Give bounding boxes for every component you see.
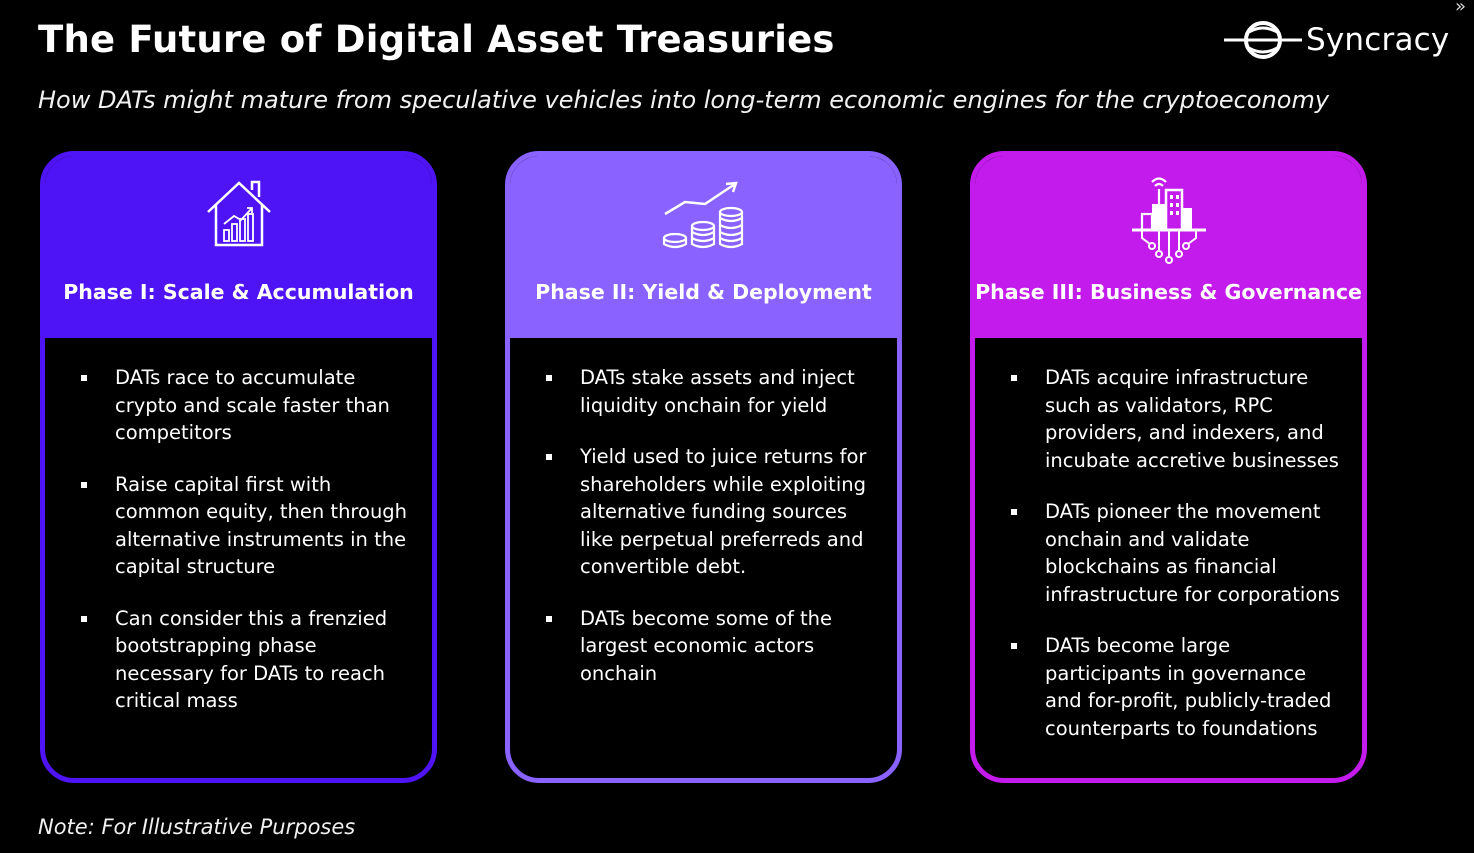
page-subtitle: How DATs might mature from speculative v… xyxy=(38,86,1330,114)
list-item: DATs become some of the largest economic… xyxy=(546,605,879,688)
list-item: DATs acquire infrastructure such as vali… xyxy=(1011,364,1344,474)
phase-title: Phase I: Scale & Accumulation xyxy=(63,280,414,304)
list-item: Yield used to juice returns for sharehol… xyxy=(546,443,879,581)
list-item: DATs become large participants in govern… xyxy=(1011,632,1344,742)
coins-growth-icon xyxy=(662,181,743,249)
syncracy-logo-icon xyxy=(1224,21,1302,59)
smart-city-icon xyxy=(1131,177,1206,264)
phase-title: Phase II: Yield & Deployment xyxy=(535,280,872,304)
phase-card-header: Phase I: Scale & Accumulation xyxy=(45,156,432,338)
phase-card-3: Phase III: Business & Governance DATs ac… xyxy=(970,151,1367,783)
logo-text: Syncracy xyxy=(1306,22,1450,58)
list-item: DATs pioneer the movement onchain and va… xyxy=(1011,498,1344,608)
phase-card-header: Phase III: Business & Governance xyxy=(975,156,1362,338)
phase-bullet-list: DATs stake assets and inject liquidity o… xyxy=(510,338,897,687)
phase-bullet-list: DATs acquire infrastructure such as vali… xyxy=(975,338,1362,742)
footnote: Note: For Illustrative Purposes xyxy=(38,815,356,839)
house-chart-icon xyxy=(206,180,271,247)
list-item: DATs race to accumulate crypto and scale… xyxy=(81,364,414,447)
phase-card-header: Phase II: Yield & Deployment xyxy=(510,156,897,338)
list-item: DATs stake assets and inject liquidity o… xyxy=(546,364,879,419)
expand-chevron-icon[interactable]: » xyxy=(1454,0,1466,17)
phase-card-1: Phase I: Scale & Accumulation DATs race … xyxy=(40,151,437,783)
list-item: Can consider this a frenzied bootstrappi… xyxy=(81,605,414,715)
phase-title: Phase III: Business & Governance xyxy=(975,280,1362,304)
page-title: The Future of Digital Asset Treasuries xyxy=(38,18,835,61)
syncracy-logo: Syncracy xyxy=(1224,18,1449,62)
phase-card-2: Phase II: Yield & Deployment DATs stake … xyxy=(505,151,902,783)
list-item: Raise capital first with common equity, … xyxy=(81,471,414,581)
phase-bullet-list: DATs race to accumulate crypto and scale… xyxy=(45,338,432,715)
